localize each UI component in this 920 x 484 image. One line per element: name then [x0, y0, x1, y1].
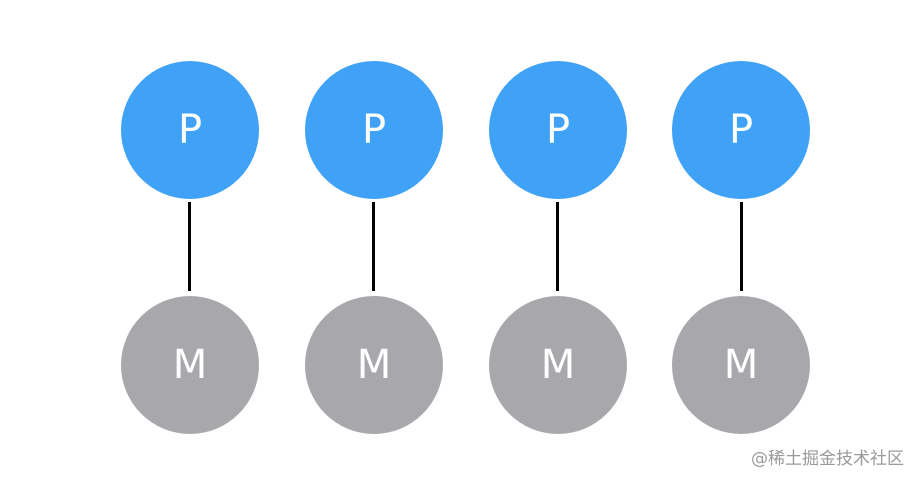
watermark-text: @稀土掘金技术社区 [751, 449, 904, 469]
p-node-4: P [672, 61, 810, 199]
connector-2 [372, 202, 375, 291]
m-node-4: M [672, 296, 810, 434]
connector-3 [556, 202, 559, 291]
p-node-2-label: P [361, 107, 387, 153]
p-node-2: P [305, 61, 443, 199]
m-node-2: M [305, 296, 443, 434]
m-node-1: M [121, 296, 259, 434]
m-node-2-label: M [356, 342, 392, 388]
m-node-3-label: M [540, 342, 576, 388]
m-node-3: M [489, 296, 627, 434]
p-node-1-label: P [177, 107, 203, 153]
m-node-4-label: M [723, 342, 759, 388]
connector-1 [188, 202, 191, 291]
p-node-3-label: P [545, 107, 571, 153]
connector-4 [740, 202, 743, 291]
m-node-1-label: M [172, 342, 208, 388]
p-node-1: P [121, 61, 259, 199]
p-node-4-label: P [728, 107, 754, 153]
p-node-3: P [489, 61, 627, 199]
